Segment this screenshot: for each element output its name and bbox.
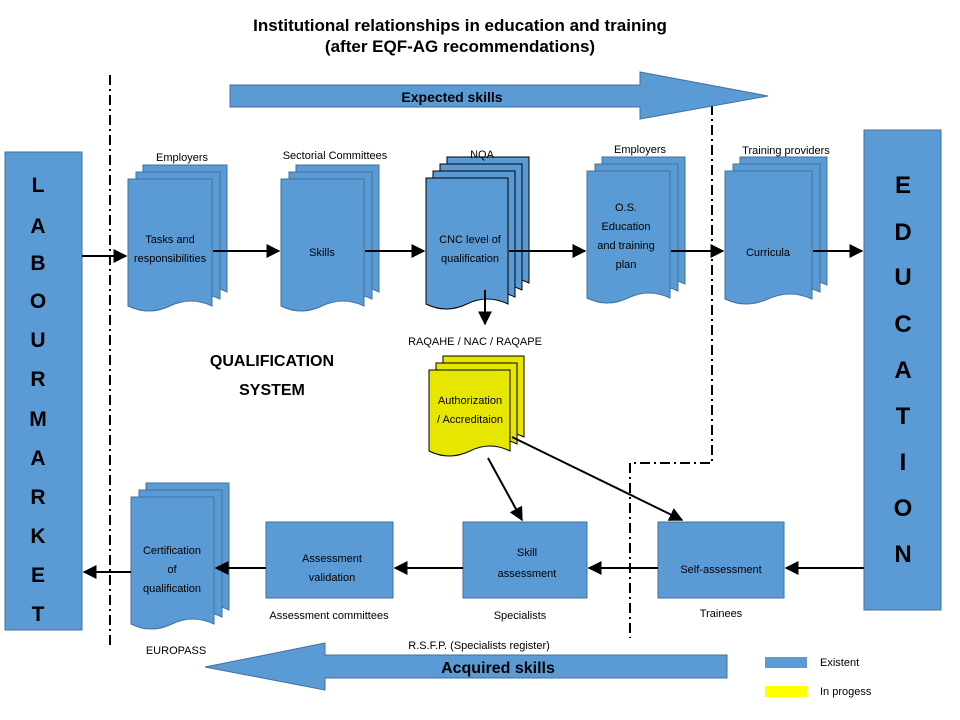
rsfp-caption: R.S.F.P. (Specialists register) — [408, 640, 550, 652]
skill-assessment-line: Skill — [517, 547, 537, 559]
os-line: plan — [616, 259, 637, 271]
doc-stack-os: Employers O.S. Education and training pl… — [586, 144, 686, 304]
education-letter: I — [900, 449, 907, 476]
certification-line: qualification — [143, 583, 201, 595]
acquired-skills-arrow: Acquired skills — [204, 642, 728, 691]
arrow-auth-to-skill — [487, 457, 523, 522]
legend-swatch-existent — [765, 657, 807, 668]
skill-assessment-line: assessment — [498, 568, 557, 580]
doc-stack-authorization: Authorization / Accreditaion — [428, 355, 525, 457]
doc-stack-cnc: NQA CNC level of qualification — [425, 149, 530, 310]
education-letter: T — [896, 403, 911, 430]
skills-caption: Sectorial Committees — [283, 150, 388, 162]
box-skill-assessment: Skill assessment Specialists — [462, 521, 588, 622]
legend-label-in-progress: In progess — [820, 686, 872, 698]
specialists-caption: Specialists — [494, 610, 547, 622]
box-assessment-validation: Assessment validation Assessment committ… — [265, 521, 394, 622]
europass-caption: EUROPASS — [146, 645, 206, 657]
arrow-auth-to-self — [511, 436, 684, 521]
labour-market-letter: K — [30, 525, 45, 548]
expected-skills-label: Expected skills — [401, 89, 502, 105]
doc-stack-certification: Certification of qualification EUROPASS — [130, 482, 230, 657]
curricula-line: Curricula — [746, 247, 791, 259]
acquired-skills-label: Acquired skills — [441, 660, 555, 677]
title-line-1: Institutional relationships in education… — [253, 16, 667, 35]
education-letter: N — [894, 541, 911, 568]
labour-market-letter: A — [30, 215, 45, 238]
cnc-caption: NQA — [470, 149, 495, 161]
box-self-assessment: Self-assessment Trainees — [657, 521, 785, 620]
title-line-2: (after EQF-AG recommendations) — [325, 37, 595, 56]
legend-swatch-in-progress — [765, 686, 807, 697]
self-assessment-line: Self-assessment — [680, 564, 761, 576]
labour-market-bar: L A B O U R M A R K E T — [4, 151, 83, 631]
assessment-committees-caption: Assessment committees — [269, 610, 389, 622]
labour-market-letter: M — [29, 408, 47, 431]
education-letter: A — [894, 357, 911, 384]
validation-line: Assessment — [302, 553, 362, 565]
cnc-line: qualification — [441, 253, 499, 265]
doc-stack-tasks: Employers Tasks and responsibilities — [127, 152, 228, 312]
certification-line: of — [167, 564, 177, 576]
connector-arrows — [82, 244, 864, 579]
authorization-line: / Accreditaion — [437, 414, 503, 426]
os-line: and training — [597, 240, 655, 252]
qualification-system-label: QUALIFICATION — [210, 353, 334, 370]
education-letter: C — [894, 311, 911, 338]
doc-stack-skills: Sectorial Committees Skills — [280, 150, 388, 312]
os-line: O.S. — [615, 202, 637, 214]
labour-market-letter: R — [30, 486, 45, 509]
education-letter: U — [894, 264, 911, 291]
education-letter: D — [894, 219, 911, 246]
expected-skills-arrow: Expected skills — [229, 71, 769, 120]
labour-market-letter: U — [30, 329, 45, 352]
os-caption: Employers — [614, 144, 666, 156]
authorization-line: Authorization — [438, 395, 502, 407]
education-letter: E — [895, 172, 911, 199]
education-letter: O — [894, 495, 913, 522]
labour-market-letter: T — [32, 603, 45, 626]
curricula-caption: Training providers — [742, 145, 830, 157]
trainees-caption: Trainees — [700, 608, 743, 620]
tasks-line: Tasks and — [145, 234, 195, 246]
education-bar: E D U C A T I O N — [863, 129, 942, 611]
labour-market-letter: R — [30, 368, 45, 391]
certification-line: Certification — [143, 545, 201, 557]
labour-market-letter: B — [30, 252, 45, 275]
skills-line: Skills — [309, 247, 335, 259]
labour-market-letter: A — [30, 447, 45, 470]
legend-label-existent: Existent — [820, 657, 859, 669]
os-line: Education — [602, 221, 651, 233]
cnc-line: CNC level of — [439, 234, 502, 246]
labour-market-letter: E — [31, 564, 45, 587]
raqa-caption: RAQAHE / NAC / RAQAPE — [408, 336, 542, 348]
doc-stack-curricula: Training providers Curricula — [724, 145, 830, 305]
legend: Existent In progess — [765, 657, 872, 698]
validation-line: validation — [309, 572, 355, 584]
tasks-caption: Employers — [156, 152, 208, 164]
boundary-lines — [109, 75, 713, 645]
labour-market-letter: L — [32, 174, 45, 197]
labour-market-letter: O — [30, 290, 46, 313]
qualification-system-label: SYSTEM — [239, 382, 305, 399]
tasks-line: responsibilities — [134, 253, 207, 265]
